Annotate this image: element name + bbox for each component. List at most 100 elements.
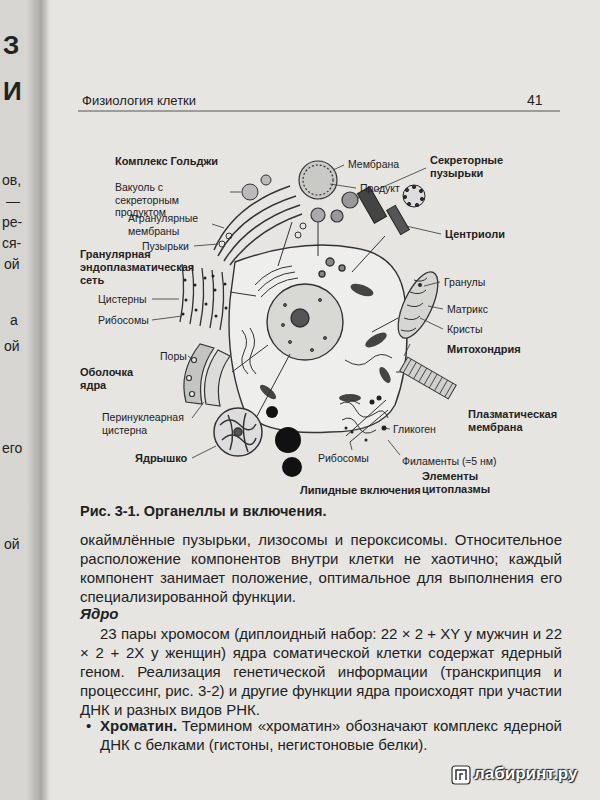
cell <box>258 272 295 291</box>
centrioles <box>403 185 425 207</box>
leader-line <box>424 282 440 286</box>
centrioles <box>407 202 410 205</box>
plasma-membrane <box>445 383 453 397</box>
leader-line <box>192 402 204 418</box>
mitochondrion <box>419 284 422 287</box>
golgi-complex <box>226 233 232 239</box>
part-label: Продукт <box>360 182 400 195</box>
lipid-droplets <box>266 406 278 418</box>
plasma-membrane <box>424 371 432 385</box>
cell <box>319 271 325 277</box>
golgi-complex <box>230 214 302 265</box>
part-label: Гликоген <box>393 423 436 436</box>
cell <box>291 309 309 327</box>
cell <box>258 383 278 402</box>
rough-er <box>200 268 204 326</box>
nuclear-envelope <box>190 392 195 397</box>
rough-er <box>220 272 224 330</box>
rough-er <box>182 275 228 318</box>
facing-page-fragment: ся- <box>2 235 21 252</box>
nucleolus <box>228 415 233 450</box>
part-label: Матрикс <box>447 303 488 316</box>
centrioles <box>412 185 415 188</box>
rough-er <box>215 315 218 318</box>
cell <box>345 354 392 365</box>
mitochondrion <box>414 278 427 281</box>
cytoplasm-elements <box>365 439 368 442</box>
mitochondrion <box>401 278 427 331</box>
mitochondrion <box>390 266 446 343</box>
centrioles <box>387 205 410 234</box>
leader-line <box>404 344 410 356</box>
cytoplasm-elements <box>351 431 354 434</box>
pointer-line <box>352 400 360 404</box>
centrioles <box>419 189 422 192</box>
pointer-line <box>230 222 406 418</box>
part-label: Цистерны <box>98 293 147 306</box>
centrioles <box>420 197 423 200</box>
cell <box>289 341 292 344</box>
part-label: Филаменты (≈5 нм) <box>402 455 496 468</box>
leader-line <box>420 282 443 329</box>
cell <box>349 281 375 299</box>
rough-er <box>190 266 194 324</box>
golgi-complex <box>295 232 301 238</box>
facing-page-fragment: ой <box>4 536 20 553</box>
cytoplasm-elements <box>345 427 348 430</box>
part-label: Плазматическая мембрана <box>468 408 568 434</box>
pointer-line <box>230 292 256 296</box>
cell <box>339 394 361 402</box>
rough-er <box>224 283 227 286</box>
page-number: 41 <box>527 92 543 109</box>
nuclear-envelope <box>184 344 230 406</box>
cell <box>255 266 292 285</box>
leader-line <box>420 318 443 329</box>
leader-line <box>188 356 192 359</box>
golgi-complex <box>261 175 271 185</box>
part-label: Центриоли <box>445 228 505 241</box>
cell <box>319 299 322 302</box>
leader-line <box>350 428 400 455</box>
leader-line <box>194 244 218 246</box>
leader-line <box>350 442 352 450</box>
part-label: Перинуклеарная цистерна <box>102 411 194 436</box>
plasma-membrane <box>400 357 456 399</box>
secretory-vesicles <box>303 165 333 195</box>
pointer-line <box>372 318 398 332</box>
cytoplasm-elements <box>350 410 388 442</box>
part-label: Рибосомы <box>98 314 149 327</box>
rough-er <box>185 299 188 302</box>
leader-line <box>152 299 182 320</box>
leader-line <box>406 226 441 234</box>
leader-line <box>406 226 441 234</box>
leader-line <box>384 428 390 429</box>
leader-line <box>428 306 443 309</box>
leader-line <box>188 356 204 418</box>
mitochondrion <box>404 316 420 320</box>
lipid-droplets <box>282 457 302 477</box>
cell <box>261 278 298 297</box>
secretory-vesicles <box>299 161 337 199</box>
figure-caption: Рис. 3-1. Органеллы и включения. <box>80 503 327 520</box>
leader-line <box>152 299 179 300</box>
rough-er <box>204 277 207 280</box>
golgi-complex <box>219 241 225 247</box>
centrioles <box>403 195 406 198</box>
cell <box>250 328 256 374</box>
rough-er <box>194 284 197 287</box>
part-label: Гранулы <box>444 276 485 289</box>
facing-page-fragment: ой <box>4 338 20 355</box>
facing-page-fragment: ой <box>4 256 20 273</box>
leader-line <box>333 165 344 170</box>
plasma-membrane <box>414 365 422 379</box>
leader-line <box>212 224 224 228</box>
nucleolus <box>214 408 262 456</box>
cell <box>363 330 389 351</box>
cell <box>324 337 327 340</box>
secretory-vesicles <box>342 192 358 208</box>
secretory-vesicles <box>331 210 343 222</box>
cell <box>267 284 343 360</box>
golgi-complex <box>300 223 306 229</box>
watermark-logo <box>456 770 466 780</box>
mitochondrion <box>410 290 426 294</box>
